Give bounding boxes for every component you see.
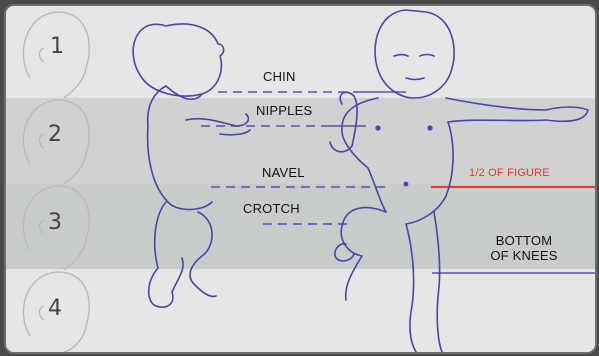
label-bottom-of-knees: BOTTOM OF KNEES xyxy=(474,233,574,263)
baby-front-figure xyxy=(330,10,588,352)
head-unit-4: 4 xyxy=(48,296,62,321)
label-navel: NAVEL xyxy=(262,165,305,180)
label-crotch: CROTCH xyxy=(243,201,300,216)
head-unit-1: 1 xyxy=(50,34,64,59)
baby-side-figure xyxy=(133,24,250,307)
label-half-figure: 1/2 OF FIGURE xyxy=(469,167,550,179)
label-bottom-of-knees-line2: OF KNEES xyxy=(474,248,574,263)
head-unit-3: 3 xyxy=(48,210,62,235)
head-unit-2: 2 xyxy=(48,122,62,147)
label-bottom-of-knees-line1: BOTTOM xyxy=(474,233,574,248)
label-nipples: NIPPLES xyxy=(256,103,312,118)
label-chin: CHIN xyxy=(263,69,296,84)
diagram-frame: 1 2 3 4 CHIN NIPPLES NAVEL 1/2 OF FIGURE… xyxy=(4,4,597,354)
